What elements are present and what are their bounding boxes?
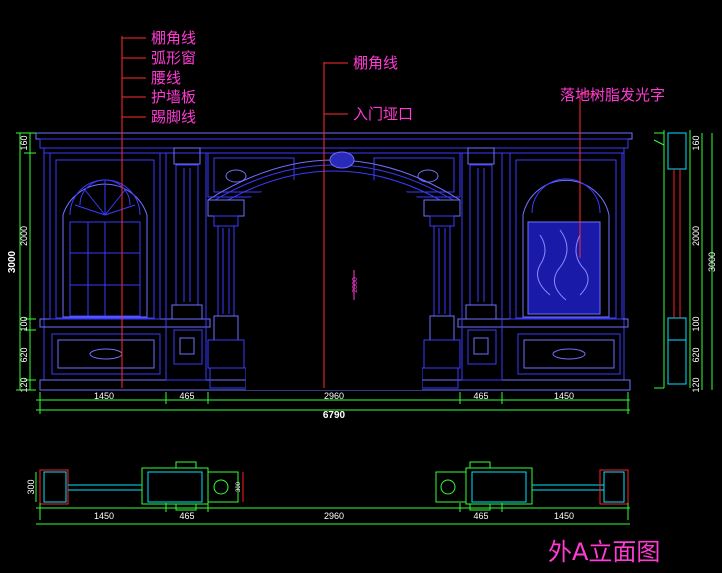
plan-view [35, 461, 630, 525]
side-section [653, 130, 691, 389]
callout-arched-window: 弧形窗 [151, 49, 196, 67]
callout-waistline: 腰线 [151, 69, 181, 87]
dim-side-1: 160 [691, 135, 701, 150]
dim-v-5: 120 [19, 377, 29, 392]
dim-height-total: 3000 [7, 250, 18, 273]
dim-v-4: 620 [19, 347, 29, 362]
plan-dim-1: 1450 [94, 511, 114, 521]
dim-h-2: 465 [179, 391, 194, 401]
callout-luminous-letters: 落地树脂发光字 [560, 86, 665, 104]
dim-v-1: 160 [19, 135, 29, 150]
plan-small-dim: 300 [236, 481, 242, 492]
callout-leaders [121, 36, 600, 388]
dim-side-total: 3000 [707, 252, 717, 272]
callout-skirting: 踢脚线 [151, 108, 196, 126]
dim-total: 6790 [323, 410, 346, 421]
dim-h-5: 1450 [554, 391, 574, 401]
dim-side-5: 120 [691, 377, 701, 392]
callout-wainscot: 护墙板 [151, 88, 196, 106]
elevation-wall [35, 132, 633, 391]
dim-v-3: 100 [19, 316, 29, 331]
dim-side-4: 620 [691, 347, 701, 362]
plan-dim-3: 2960 [324, 511, 344, 521]
dim-side-3: 100 [691, 316, 701, 331]
plan-dim-2: 465 [179, 511, 194, 521]
callout-cornice-left: 棚角线 [151, 29, 196, 47]
plan-dim-5: 1450 [554, 511, 574, 521]
dim-v-2: 2000 [19, 226, 29, 246]
dim-h-1: 1450 [94, 391, 114, 401]
dim-arch-height: 2800 [352, 277, 359, 293]
dim-side-2: 2000 [691, 226, 701, 246]
drawing-title: 外A立面图 [548, 538, 660, 566]
plan-depth: 300 [26, 479, 36, 494]
callout-cornice-center: 棚角线 [353, 54, 398, 72]
dim-h-3: 2960 [324, 391, 344, 401]
elevation-dimensions [16, 132, 713, 414]
plan-dim-4: 465 [473, 511, 488, 521]
dim-h-4: 465 [473, 391, 488, 401]
callout-doorway: 入门垭口 [353, 105, 413, 123]
